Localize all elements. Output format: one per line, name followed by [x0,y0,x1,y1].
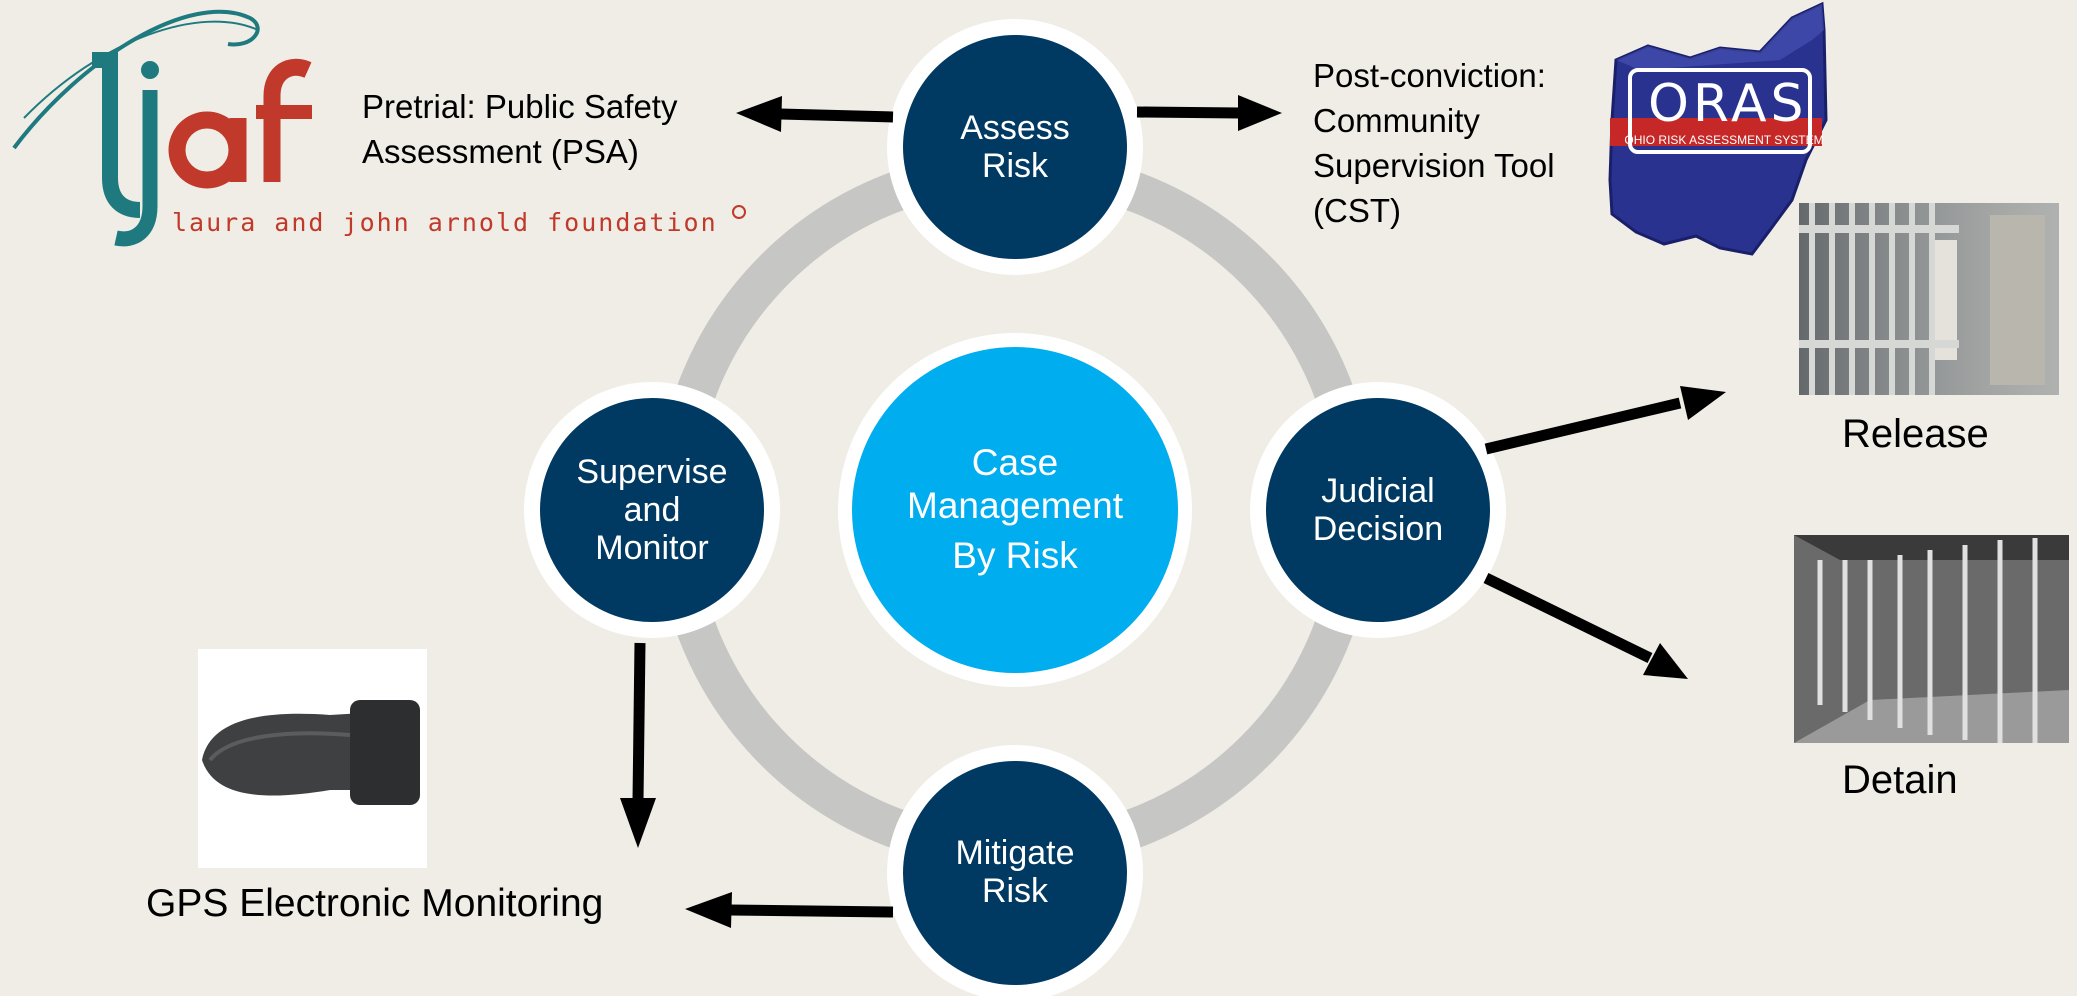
supervise-monitor-line-1: Supervise [576,452,728,491]
center-line-3: By Risk [952,535,1078,577]
mitigate-risk-label: Mitigate Risk [955,834,1074,910]
gps-ankle-monitor-image [198,649,427,868]
arrow-mitigate-to-gps [685,892,894,928]
judicial-decision-label: Judicial Decision [1313,472,1443,548]
ljaf-subtitle: laura and john arnold foundation [172,208,718,237]
post-conviction-line-3: (CST) [1313,192,1401,229]
oras-logo: OHIO RISK ASSESSMENT SYSTEM [1608,1,1828,256]
supervise-monitor-line-2: and [623,490,681,529]
arrow-to-release [1484,386,1726,455]
post-conviction-line-1: Community [1313,102,1480,139]
pretrial-tool-line-2: Assessment (PSA) [362,133,639,170]
supervise-monitor-line-3: Monitor [595,529,709,568]
node-judicial-decision [1250,382,1506,638]
post-conviction-line-2: Supervision Tool [1313,147,1555,184]
pretrial-label: Pretrial: Public Safety Assessment (PSA) [362,84,677,174]
pretrial-prefix: Pretrial: [362,88,485,125]
node-mitigate-risk [887,745,1143,996]
assess-risk-line-2: Risk [981,147,1049,185]
node-supervise-monitor [524,382,780,638]
node-assess-risk [887,19,1143,275]
jail-open-door-image [1799,203,2059,395]
jail-corridor-image [1794,535,2069,743]
arrow-to-gps [620,642,656,848]
detain-label: Detain [1842,758,1958,802]
gps-monitoring-label: GPS Electronic Monitoring [146,882,604,925]
oras-wordmark: ORAS [1648,74,1808,134]
judicial-decision-line-2: Decision [1312,510,1444,548]
post-conviction-label: Post-conviction: Community Supervision T… [1313,53,1555,233]
mitigate-risk-line-1: Mitigate [955,833,1075,872]
oras-subtitle: OHIO RISK ASSESSMENT SYSTEM [1624,133,1823,147]
arrow-to-pretrial [736,96,894,132]
center-label: Case Management By Risk [907,442,1123,578]
release-label: Release [1842,412,1989,456]
judicial-decision-line-1: Judicial [1321,471,1435,510]
post-conviction-prefix: Post-conviction: [1313,57,1546,94]
center-circle-fill [852,347,1178,673]
pretrial-tool-line-1: Public Safety [484,88,678,125]
assess-risk-line-1: Assess [960,108,1070,147]
center-line-1: Case [971,442,1059,484]
arrow-to-post-conviction [1136,95,1282,131]
mitigate-risk-line-2: Risk [981,872,1049,910]
assess-risk-label: Assess Risk [960,109,1070,185]
arrow-to-detain [1483,573,1688,679]
ljaf-logo [12,9,746,247]
center-line-2: Management [907,484,1123,526]
supervise-monitor-label: Supervise and Monitor [576,453,727,567]
